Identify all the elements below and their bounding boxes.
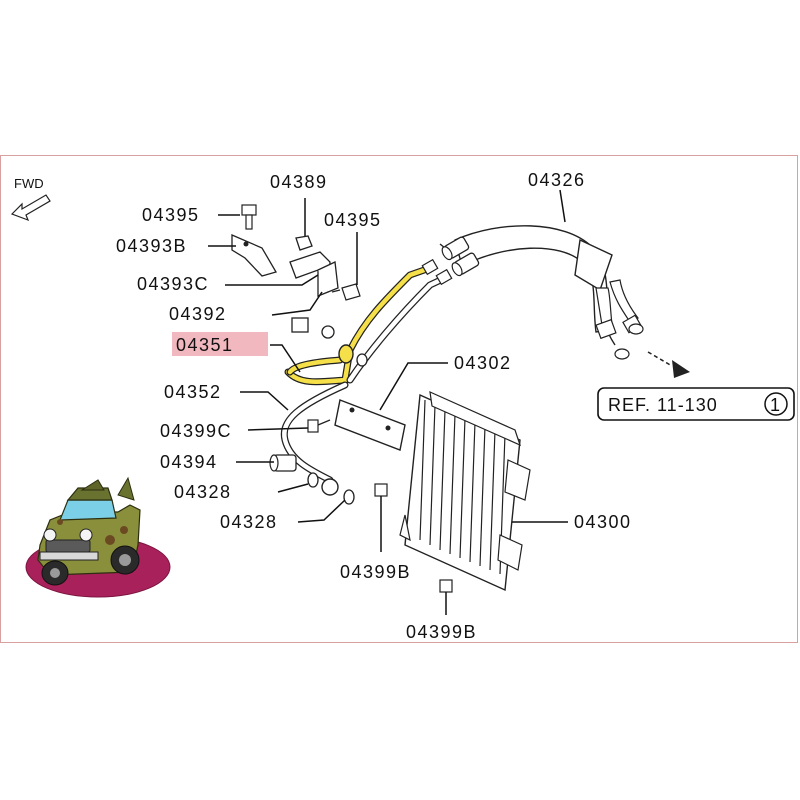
washer-04328-a [307, 472, 319, 488]
nut-04389 [295, 198, 313, 251]
bolt-04392 [291, 317, 368, 367]
label-04399B-a[interactable]: 04399B [340, 562, 411, 582]
washer-04328-b [343, 489, 355, 505]
label-04399B-b[interactable]: 04399B [406, 622, 477, 642]
label-04326[interactable]: 04326 [528, 170, 586, 190]
bolt-04394 [269, 454, 297, 472]
bracket-04302 [334, 399, 406, 451]
label-04352[interactable]: 04352 [164, 382, 222, 402]
bolt-04399C [307, 419, 331, 433]
fwd-arrow-icon [10, 194, 51, 222]
label-04393C[interactable]: 04393C [137, 274, 209, 294]
label-04395-a[interactable]: 04395 [142, 205, 200, 225]
leader-lines [208, 189, 568, 523]
bolt-04395-right [331, 283, 361, 301]
label-04393B[interactable]: 04393B [116, 236, 187, 256]
label-04399C[interactable]: 04399C [160, 421, 232, 441]
pipe-upper-return [346, 258, 453, 384]
label-04328-a[interactable]: 04328 [174, 482, 232, 502]
ref-text: REF. 11-130 [608, 395, 718, 415]
label-04351[interactable]: 04351 [176, 335, 234, 355]
label-04389[interactable]: 04389 [270, 172, 328, 192]
bracket-04393B [231, 234, 277, 277]
ref-circle-icon [764, 392, 788, 416]
label-04302[interactable]: 04302 [454, 353, 512, 373]
label-04351-highlight [172, 332, 268, 356]
pipe-04352 [280, 381, 349, 496]
fwd-label: FWD [14, 176, 44, 191]
label-04328-b[interactable]: 04328 [220, 512, 278, 532]
ref-arrow-icon [647, 351, 690, 378]
oil-cooler-04300 [399, 391, 531, 592]
diagram-frame [0, 155, 798, 643]
ref-circle-number: 1 [770, 395, 781, 415]
bolt-04399B-lower [439, 579, 453, 615]
hose-assembly-04326 [439, 225, 644, 360]
label-04392[interactable]: 04392 [169, 304, 227, 324]
cartoon-car-logo [25, 476, 171, 598]
clip-04393C [289, 251, 339, 297]
bolt-04399B-upper [374, 483, 388, 552]
label-04300[interactable]: 04300 [574, 512, 632, 532]
pipe-04351[interactable] [284, 264, 434, 386]
label-04394[interactable]: 04394 [160, 452, 218, 472]
bolt-04395-top [241, 204, 257, 230]
label-04395-b[interactable]: 04395 [324, 210, 382, 230]
ref-box[interactable]: REF. 11-130 1 [597, 387, 795, 421]
